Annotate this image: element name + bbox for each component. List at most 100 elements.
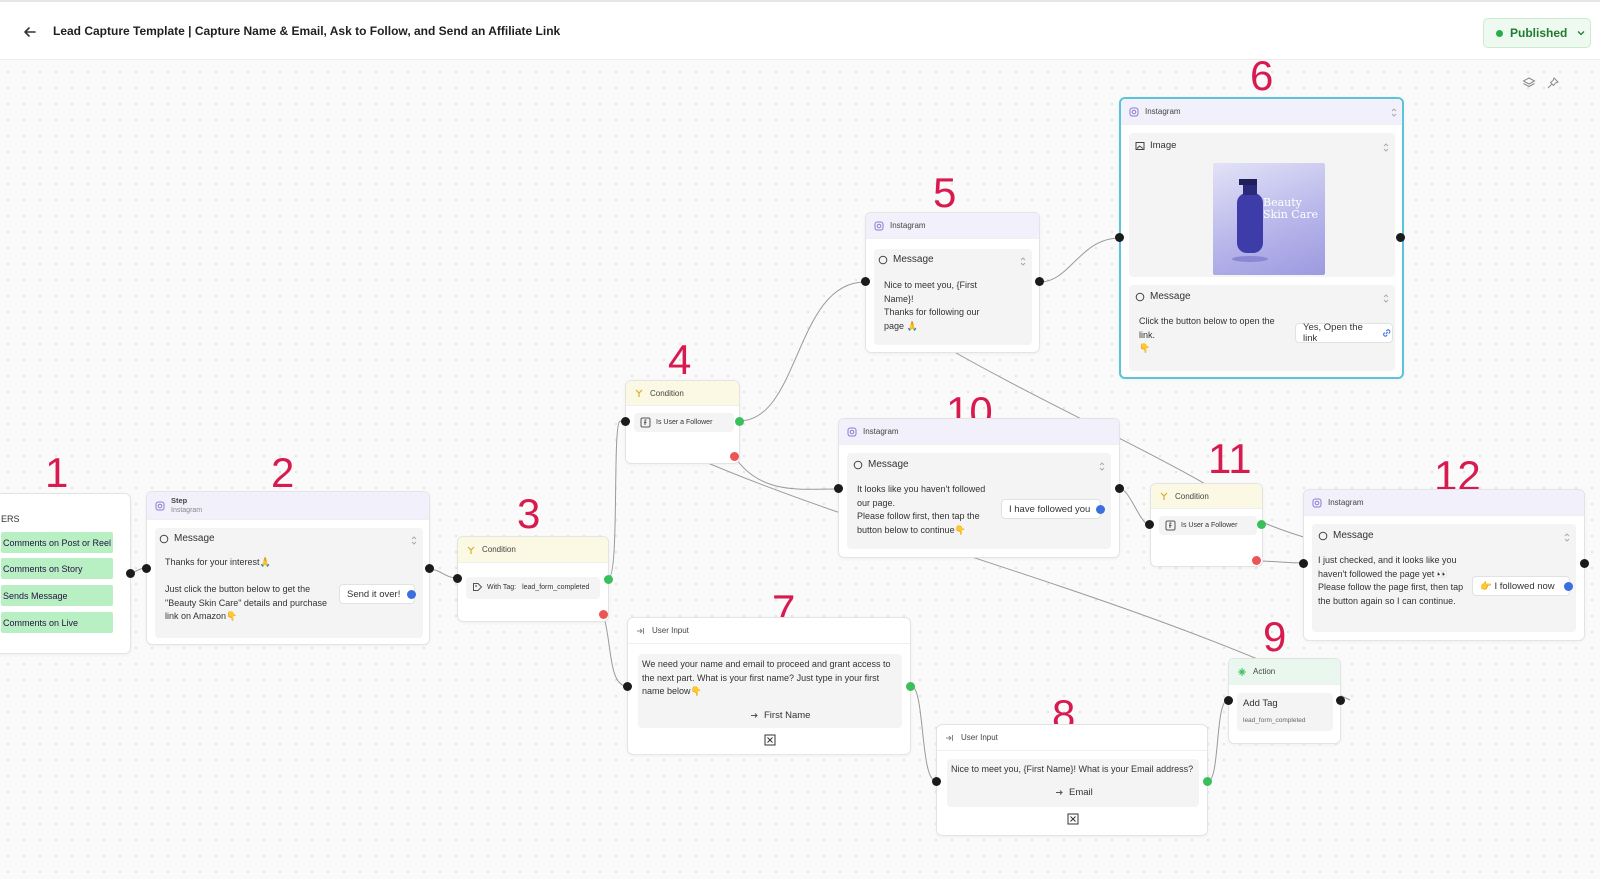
back-arrow-icon[interactable]: [20, 22, 40, 42]
follower-condition-node[interactable]: Condition Is User a Follower: [625, 380, 740, 464]
input-prompt-card[interactable]: Nice to meet you, {First Name}! What is …: [947, 759, 1199, 807]
node-header: User Input: [628, 618, 910, 644]
input-field-row: First Name: [750, 710, 810, 721]
button-connector[interactable]: [1564, 582, 1573, 591]
false-connector[interactable]: [730, 452, 739, 461]
reorder-icon[interactable]: [1383, 294, 1389, 303]
tag-condition-card[interactable]: With Tag: lead_form_completed: [466, 577, 600, 599]
prompt-text: We need your name and email to proceed a…: [642, 659, 891, 696]
trigger-comments-story[interactable]: Comments on Story: [1, 558, 113, 579]
step-number-2: 2: [271, 449, 295, 496]
connector-handle[interactable]: [1145, 520, 1154, 529]
published-status-button[interactable]: Published: [1483, 18, 1591, 48]
condition-icon: [635, 389, 643, 397]
false-connector[interactable]: [599, 610, 608, 619]
connector-handle[interactable]: [932, 777, 941, 786]
not-followed-message-node[interactable]: Instagram Message It looks like you have…: [838, 418, 1120, 558]
reorder-icon[interactable]: [1564, 533, 1570, 542]
check-label: Is User a Follower: [656, 419, 713, 426]
follower-check-card[interactable]: Is User a Follower: [634, 413, 734, 432]
connector-handle[interactable]: [834, 484, 843, 493]
connector-handle[interactable]: [1580, 559, 1589, 568]
close-box-icon[interactable]: [1067, 813, 1079, 825]
connector-handle[interactable]: [1115, 484, 1124, 493]
card-title-text: Message: [1333, 530, 1374, 541]
tag-prefix: With Tag:: [487, 584, 517, 591]
node-header: Step Instagram: [147, 492, 429, 520]
trigger-comments-post[interactable]: Comments on Post or Reel: [1, 532, 113, 553]
connector-handle[interactable]: [1115, 233, 1124, 242]
button-label: Send it over!: [347, 588, 401, 600]
connector-handle[interactable]: [1299, 559, 1308, 568]
button-connector[interactable]: [407, 590, 416, 599]
true-connector[interactable]: [1257, 520, 1266, 529]
i-have-followed-button[interactable]: I have followed you: [1001, 499, 1101, 519]
connector-handle[interactable]: [425, 564, 434, 573]
connector-handle[interactable]: [142, 564, 151, 573]
open-link-button[interactable]: Yes, Open the link: [1295, 322, 1393, 344]
email-input-node[interactable]: User Input Nice to meet you, {First Name…: [936, 724, 1208, 836]
condition-icon: [467, 546, 475, 554]
follower-check-card[interactable]: Is User a Follower: [1159, 516, 1257, 535]
status-dot: [1496, 29, 1503, 37]
connector-handle[interactable]: [621, 417, 630, 426]
connector-handle[interactable]: [126, 569, 135, 578]
i-followed-now-button[interactable]: 👉 I followed now: [1472, 576, 1570, 596]
node-title: Condition: [482, 545, 516, 554]
trigger-comments-live[interactable]: Comments on Live: [1, 612, 113, 633]
connector-handle[interactable]: [623, 682, 632, 691]
open-link-node[interactable]: Instagram Image Beauty Skin Care Message…: [1119, 97, 1404, 379]
button-connector[interactable]: [1096, 505, 1105, 514]
reorder-icon[interactable]: [1383, 143, 1389, 152]
add-tag-card[interactable]: Add Tag lead_form_completed: [1237, 693, 1333, 731]
first-name-input-node[interactable]: User Input We need your name and email t…: [627, 617, 911, 755]
true-connector[interactable]: [604, 575, 613, 584]
message-card[interactable]: Message I just checked, and it looks lik…: [1312, 524, 1576, 632]
pin-icon[interactable]: [1546, 76, 1560, 90]
trigger-sends-message[interactable]: Sends Message: [1, 585, 113, 606]
node-header: Instagram: [866, 213, 1039, 239]
message-card[interactable]: Message It looks like you haven't follow…: [847, 453, 1111, 549]
true-connector[interactable]: [735, 417, 744, 426]
success-connector[interactable]: [906, 682, 915, 691]
triggers-node[interactable]: ERS Comments on Post or Reel Comments on…: [0, 493, 131, 654]
thanks-message-node[interactable]: Instagram Message Nice to meet you, {Fir…: [865, 212, 1040, 353]
condition-tag-node[interactable]: Condition With Tag: lead_form_completed: [457, 536, 609, 622]
button-label: 👉 I followed now: [1480, 580, 1555, 592]
step-number-3: 3: [517, 490, 541, 537]
reorder-icon[interactable]: [1099, 462, 1105, 471]
step-node[interactable]: Step Instagram Message Thanks for your i…: [146, 491, 430, 645]
connector-handle[interactable]: [1396, 233, 1405, 242]
follower-icon: [640, 417, 651, 428]
card-title-text: Message: [868, 459, 909, 470]
layers-icon[interactable]: [1522, 76, 1536, 90]
close-box-icon[interactable]: [764, 734, 776, 746]
connector-handle[interactable]: [861, 277, 870, 286]
tag-value: lead_form_completed: [522, 584, 590, 591]
send-it-over-button[interactable]: Send it over!: [339, 584, 415, 604]
instagram-icon: [1312, 498, 1322, 507]
node-title: Action: [1253, 667, 1276, 676]
connector-handle[interactable]: [1336, 696, 1345, 705]
success-connector[interactable]: [1203, 777, 1212, 786]
node-title: Instagram: [1145, 107, 1181, 116]
message-card[interactable]: Message Nice to meet you, {First Name}! …: [874, 249, 1032, 345]
message-card[interactable]: Message Click the button below to open t…: [1129, 285, 1395, 371]
reorder-icon[interactable]: [1391, 108, 1397, 117]
image-card[interactable]: Image Beauty Skin Care: [1129, 133, 1395, 277]
node-title: Instagram: [1328, 498, 1364, 507]
card-title: Message: [878, 254, 934, 265]
add-tag-action-node[interactable]: Action Add Tag lead_form_completed: [1228, 658, 1341, 744]
node-subtitle: Instagram: [171, 506, 203, 514]
follower-recheck-node[interactable]: Condition Is User a Follower: [1150, 483, 1263, 567]
connector-handle[interactable]: [453, 574, 462, 583]
connector-handle[interactable]: [1224, 696, 1233, 705]
reorder-icon[interactable]: [1020, 257, 1026, 266]
input-prompt-card[interactable]: We need your name and email to proceed a…: [638, 654, 902, 728]
reorder-icon[interactable]: [411, 536, 417, 545]
recheck-message-node[interactable]: Instagram Message I just checked, and it…: [1303, 489, 1585, 641]
false-connector[interactable]: [1252, 556, 1261, 565]
node-header: User Input: [937, 725, 1207, 751]
connector-handle[interactable]: [1035, 277, 1044, 286]
message-card[interactable]: Message Thanks for your interest🙏 Just c…: [155, 528, 423, 638]
